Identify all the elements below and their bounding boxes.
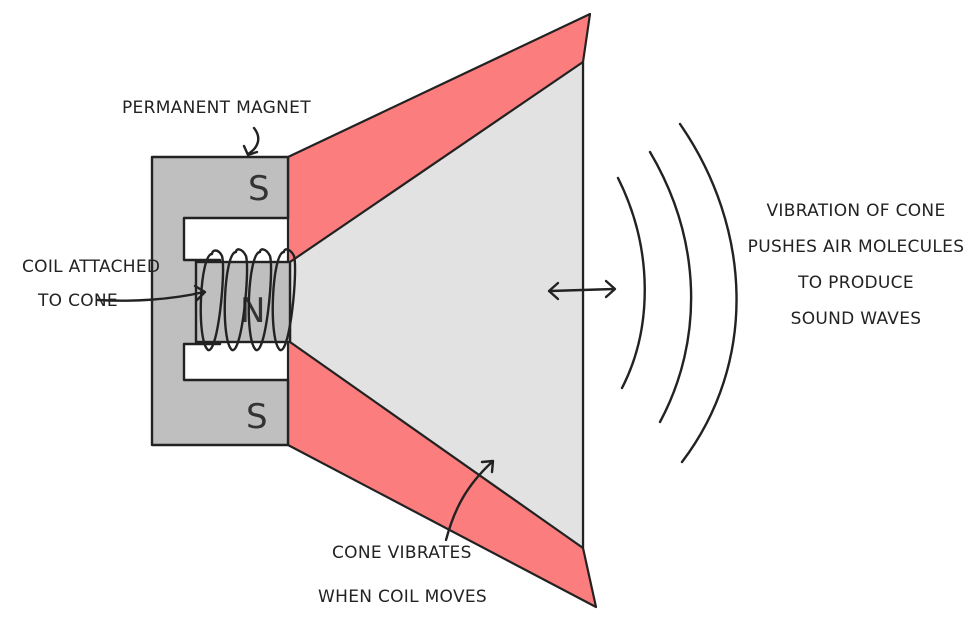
vibration-label-line2: PUSHES AIR MOLECULES (748, 237, 965, 257)
permanent-magnet-label: PERMANENT MAGNET (122, 98, 311, 118)
sound-wave-arc-outer (678, 122, 738, 464)
pole-label-bottom: S (246, 397, 268, 437)
vibration-label-line1: VIBRATION OF CONE (766, 201, 945, 221)
sound-wave-arc-inner (616, 176, 646, 390)
sound-wave-arc-middle (648, 150, 693, 424)
coil-label-line2: TO CONE (37, 291, 118, 311)
vibration-label-line3: TO PRODUCE (797, 273, 914, 293)
cone-leader-arrow (444, 459, 495, 542)
cone-label-line1: CONE VIBRATES (332, 543, 472, 563)
cone-label-line2: WHEN COIL MOVES (318, 587, 487, 607)
magnet-leader-arrow (242, 126, 260, 157)
coil-leader-arrow (96, 284, 207, 302)
coil-label-line1: COIL ATTACHED (22, 257, 160, 277)
sound-wave-arcs (616, 122, 738, 464)
double-headed-arrow-icon (547, 279, 617, 301)
vibration-label-line4: SOUND WAVES (791, 309, 922, 329)
pole-label-top: S (248, 169, 270, 209)
